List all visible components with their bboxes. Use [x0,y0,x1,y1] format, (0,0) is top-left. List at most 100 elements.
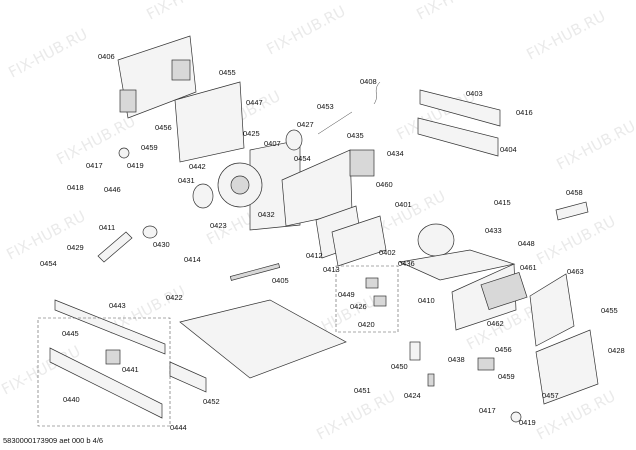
cover-plate-part [174,81,245,163]
fan-hub-part [230,175,250,195]
document-footer-code: 5830000173909 aet 000 b 4/6 [3,436,104,445]
label-0416: 0416 [516,108,533,117]
label-0403: 0403 [466,89,483,98]
relay-part [365,277,379,289]
label-0456: 0456 [495,345,512,354]
terminal-part [427,373,435,387]
control-module-part [119,89,137,113]
label-0434: 0434 [387,149,404,158]
label-0451: 0451 [354,386,371,395]
label-0406: 0406 [98,52,115,61]
shelf-strip-part [229,263,281,281]
watermark: FIX-HUB.RU [553,117,636,174]
label-0408: 0408 [360,77,377,86]
pcb-part [477,357,495,371]
label-0432: 0432 [258,210,275,219]
hinge-bracket-part [105,349,121,365]
bottom-cover-part [169,361,207,393]
label-0463: 0463 [567,267,584,276]
watermark: FIX-HUB.RU [5,25,90,82]
capacitor-part [409,341,421,361]
label-0450: 0450 [391,362,408,371]
sleeve-part [142,225,158,239]
label-0413: 0413 [323,265,340,274]
label-0402: 0402 [379,248,396,257]
label-0443: 0443 [109,301,126,310]
grommet-part [118,147,130,159]
label-0455: 0455 [601,306,618,315]
trim-upper-part [54,299,166,355]
label-0454: 0454 [40,259,57,268]
label-0446: 0446 [104,185,121,194]
tube-part [97,231,133,263]
lower-rail-part [417,117,499,157]
label-0447: 0447 [246,98,263,107]
label-0420: 0420 [358,320,375,329]
label-0448: 0448 [518,239,535,248]
watermark: FIX-HUB.RU [533,212,618,269]
label-0405: 0405 [272,276,289,285]
label-0429: 0429 [67,243,84,252]
label-0417: 0417 [479,406,496,415]
label-0452: 0452 [203,397,220,406]
label-0428: 0428 [608,346,625,355]
label-0422: 0422 [166,293,183,302]
label-0435: 0435 [347,131,364,140]
label-0462: 0462 [487,319,504,328]
grommet-part [510,411,522,423]
power-cable-part [373,81,381,105]
label-0440: 0440 [63,395,80,404]
label-0438: 0438 [448,355,465,364]
label-0442: 0442 [189,162,206,171]
label-0458: 0458 [566,188,583,197]
rear-bracket-part [535,329,599,405]
label-0444: 0444 [170,423,187,432]
watermark: FIX-HUB.RU [263,2,348,59]
shaft-part [317,111,353,135]
compressor-part [417,223,455,257]
watermark: FIX-HUB.RU [413,0,498,24]
label-0410: 0410 [418,296,435,305]
label-0411: 0411 [99,223,115,232]
label-0425: 0425 [243,129,260,138]
label-0449: 0449 [338,290,355,299]
controller-board-part [480,272,528,310]
label-0430: 0430 [153,240,170,249]
label-0401: 0401 [395,200,412,209]
shelf-plate-part [179,299,347,379]
electronics-boundary [335,265,399,333]
label-0460: 0460 [376,180,393,189]
label-0419: 0419 [519,418,536,427]
watermark: FIX-HUB.RU [523,7,608,64]
motor-cylinder-part [285,129,303,151]
label-0445: 0445 [62,329,79,338]
trim-lower-part [49,347,163,419]
label-0431: 0431 [178,176,195,185]
watermark: FIX-HUB.RU [143,0,228,24]
right-panel-part [529,273,575,347]
label-0415: 0415 [494,198,511,207]
label-0456: 0456 [155,123,172,132]
label-0436: 0436 [398,259,415,268]
label-0453: 0453 [317,102,334,111]
label-0426: 0426 [350,302,367,311]
connector-part [373,295,387,307]
label-0414: 0414 [184,255,201,264]
small-bracket-part [555,201,589,221]
label-0427: 0427 [297,120,314,129]
control-module-part [171,59,191,81]
cylinder-part [192,183,214,209]
fan-module-part [349,149,375,177]
label-0441: 0441 [122,365,139,374]
watermark: FIX-HUB.RU [313,387,398,444]
label-0455: 0455 [219,68,236,77]
parts-layer [37,35,599,427]
watermark: FIX-HUB.RU [3,207,88,264]
label-0419: 0419 [127,161,144,170]
label-0424: 0424 [404,391,421,400]
panel-b-part [331,215,387,267]
label-0461: 0461 [520,263,537,272]
label-0454: 0454 [294,154,311,163]
label-0412: 0412 [306,251,323,260]
